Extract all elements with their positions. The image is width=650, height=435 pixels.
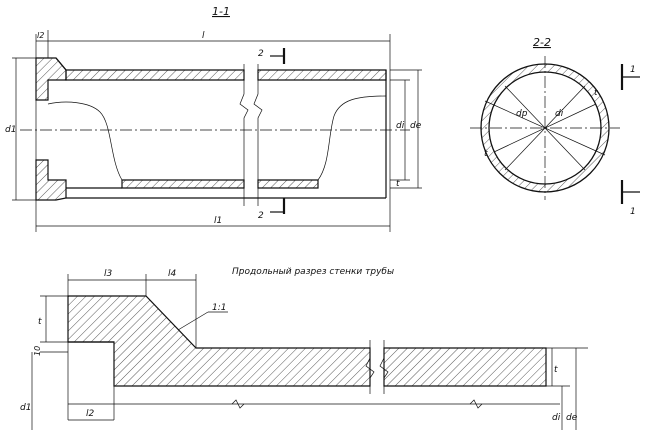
dim-d1-label: d1 [5, 125, 16, 135]
cut1-bottom-label: 1 [630, 207, 636, 217]
dim-t-label: t [396, 179, 400, 189]
dim-l-label: l [202, 31, 205, 41]
slope-label: 1:1 [212, 303, 226, 313]
diameter-diag-2 [504, 85, 586, 171]
top-wall-right [257, 69, 387, 81]
bottom-wall [121, 179, 245, 189]
wall-section: Продольный разрез стенки трубы l3 l4 1:1… [20, 267, 588, 430]
dim-l1-label: l1 [214, 216, 222, 226]
section-1-1: 1-1 l l2 l1 [5, 5, 422, 232]
label-di: di [555, 109, 564, 119]
cut2-top-label: 2 [258, 49, 264, 59]
wall-base-break [231, 399, 245, 409]
wall-break-left [365, 340, 375, 394]
label-t-left: t [484, 149, 488, 159]
dim-l2-top-label: l2 [37, 31, 44, 40]
dim-l3-label: l3 [104, 269, 113, 279]
dim-de-label: de [410, 121, 422, 131]
dim-l4-label: l4 [168, 269, 177, 279]
section-1-1-title: 1-1 [212, 5, 230, 18]
dim-di-label: di [396, 121, 405, 131]
bottom-wall-right [257, 179, 319, 189]
slope-leader [177, 311, 209, 331]
break-line-right [253, 64, 263, 206]
section-2-2-title: 2-2 [533, 36, 551, 49]
wall-right-body [383, 347, 547, 387]
section-2-2: 2-2 dp di t t 1 1 [470, 36, 640, 217]
dim-l2-bottom-label: l2 [86, 409, 95, 419]
wall-base-break-2 [469, 399, 483, 409]
break-line-left [239, 64, 249, 206]
dim-t-left-label: t [38, 317, 42, 327]
dim-de-wall-label: de [566, 413, 578, 423]
wall-caption: Продольный разрез стенки трубы [232, 267, 394, 277]
label-t-top: t [594, 88, 598, 98]
socket-bottom [35, 159, 67, 201]
dim-di-wall-label: di [552, 413, 561, 423]
dim-10-label: 10 [33, 346, 42, 356]
cutaway-right [317, 95, 387, 181]
top-wall [65, 69, 245, 81]
label-dp: dp [516, 109, 528, 119]
cutaway-left [47, 101, 123, 181]
pipe-outer-top [55, 57, 67, 71]
wall-break-right [379, 340, 389, 394]
cut1-top-label: 1 [630, 65, 636, 75]
cut2-bottom-label: 2 [258, 211, 264, 221]
dim-t-right-label: t [554, 365, 558, 375]
dim-d1-wall-label: d1 [20, 403, 31, 413]
